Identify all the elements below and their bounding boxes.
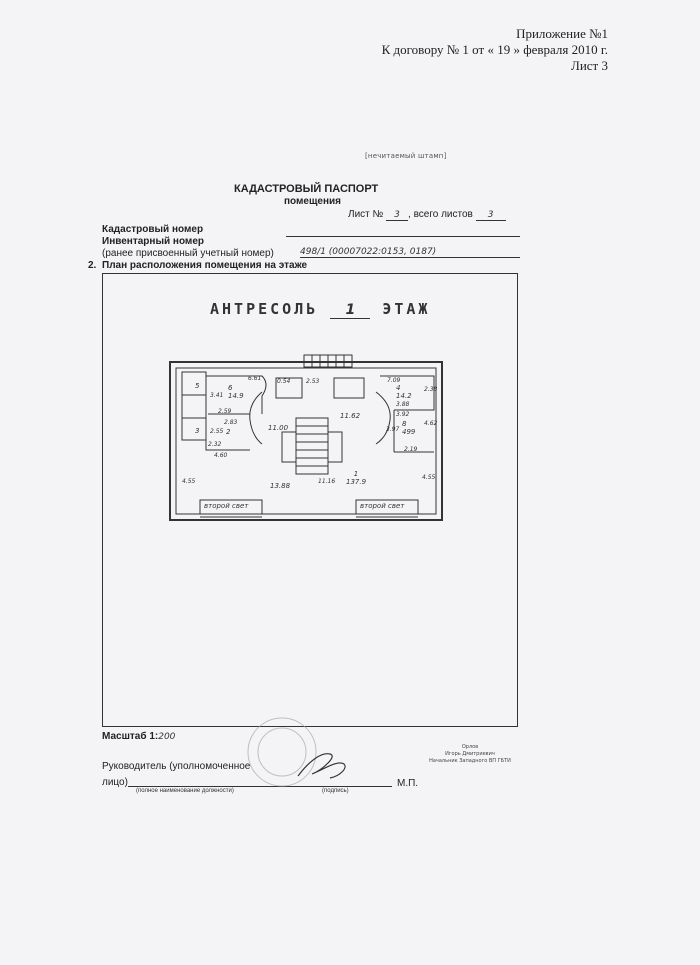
scale-label: Масштаб 1: [102,731,159,742]
head-label: Руководитель (уполномоченное [102,761,251,772]
dim-11-00: 11.00 [268,424,289,432]
scale-row: Масштаб 1:200 [102,731,175,742]
cadastral-number-line [286,236,520,237]
official-seal [247,717,317,787]
dim-4-55-right: 4.55 [422,474,436,481]
contract-reference: К договору № 1 от « 19 » февраля 2010 г. [381,42,608,57]
document-subtitle: помещения [284,196,341,207]
dim-11-16: 11.16 [318,478,336,485]
dim-11-62: 11.62 [340,412,361,420]
inventory-number-value: 498/1 (00007022:0153, 0187) [300,247,520,258]
dim-7-09: 7.09 [387,377,401,384]
dim-3-41: 3.41 [210,392,224,399]
dim-6-61: 6.61 [248,375,262,382]
dim-3-97: 3.97 [386,426,400,433]
signature-line [128,786,392,787]
document-title: КАДАСТРОВЫЙ ПАСПОРТ [234,183,379,195]
dim-3-88: 3.88 [396,401,410,408]
cadastral-number-label: Кадастровый номер [102,224,204,235]
room-3-label: 3 [195,427,200,435]
dim-4-55-left: 4.55 [182,478,196,485]
prior-number-label: (ранее присвоенный учетный номер) [102,248,274,259]
sheet-label: Лист 3 [571,58,608,73]
sheet-number-row: Лист № 3, всего листов 3 [348,209,506,221]
seal-label: М.П. [397,778,419,789]
dim-3-92: 3.92 [396,411,410,418]
dim-2-38: 2.38 [424,386,438,393]
dim-2-55: 2.55 [210,428,224,435]
dim-4-60: 4.60 [214,452,228,459]
dim-2-83: 2.83 [224,419,238,426]
dim-4-62: 4.62 [424,420,438,427]
sheet-number-label: Лист № [348,209,384,220]
total-sheets-label: , всего листов [408,209,473,220]
top-stamp: [нечитаемый штамп] [365,152,447,160]
dim-2-53: 2.53 [306,378,320,385]
signer-info: Орлов Игорь Дмитриевич Начальник Западно… [429,744,511,764]
dim-2-32: 2.32 [208,441,222,448]
dim-2-19: 2.19 [404,446,418,453]
dim-0-54: 0.54 [277,378,291,385]
handwritten-signature [297,753,346,779]
dim-13-88: 13.88 [270,482,291,490]
plan-section-number: 2. [88,260,97,271]
floor-title: АНТРЕСОЛЬ 1 ЭТАЖ [210,300,430,319]
floor-number: 1 [330,302,371,319]
second-light-left: второй свет [204,502,249,510]
floor-plan-frame [102,273,518,727]
dim-2-59: 2.59 [218,408,232,415]
floor-title-suffix: ЭТАЖ [382,300,431,318]
second-light-right: второй свет [360,502,405,510]
total-sheets-value: 3 [475,210,506,221]
position-caption: (полное наименование должности) [136,788,234,794]
head-label-continuation: лицо) [102,777,128,788]
sheet-number-value: 3 [386,210,409,221]
annex-title: Приложение №1 [516,26,608,41]
scale-value: 200 [158,732,176,742]
signature-caption: (подпись) [322,788,349,794]
plan-section-title: План расположения помещения на этаже [102,260,308,271]
room-5-label: 5 [195,382,200,390]
floor-title-prefix: АНТРЕСОЛЬ [210,300,319,318]
room-2-label: 2 [226,428,231,436]
inventory-number-label: Инвентарный номер [102,236,205,247]
